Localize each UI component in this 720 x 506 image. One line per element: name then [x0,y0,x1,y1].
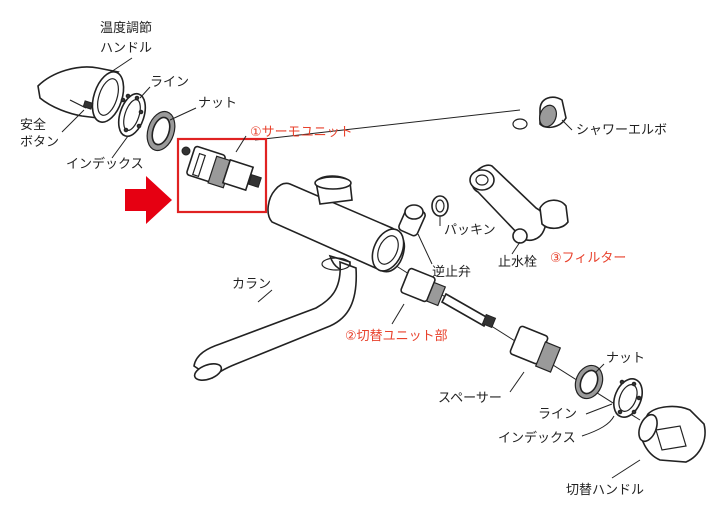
label-index-bottom: インデックス [498,430,576,446]
leader-line-top [139,86,151,99]
thermo-unit-part [181,145,262,192]
label-line-bottom: ライン [538,407,577,422]
index-ring-bottom-part [613,378,643,418]
leader-index-top [111,135,129,159]
temperature-handle-part [37,66,125,123]
leader-nut-top [169,107,197,121]
leader-switch-handle [611,459,641,479]
switch-handle-part [638,405,706,463]
callout-thermo-unit: ①サーモユニット [250,125,353,140]
label-safety-button-2: ボタン [20,135,59,150]
label-nut-bottom: ナット [606,351,645,366]
callout-switch-unit: ②切替ユニット部 [345,329,448,344]
leader-check-valve [417,233,433,265]
check-valve-part [398,204,426,237]
label-nut-top: ナット [198,96,237,111]
shower-elbow-part [512,96,567,130]
leader-safety-button [61,109,85,133]
leader-thermo-unit [235,135,247,153]
axis-line-top [254,109,521,141]
label-spacer: スペーサー [438,391,502,406]
mixer-body-part [267,175,406,273]
label-packing: パッキン [444,223,496,238]
nut-bottom-part [574,364,604,400]
stop-valve-arm-part [469,164,569,244]
leader-switch-unit [391,303,405,325]
label-line-top: ライン [150,75,189,90]
label-check-valve: 逆止弁 [432,264,471,280]
spacer-part [509,325,562,373]
label-temp-handle-1: 温度調節 [100,20,152,36]
leader-spacer [509,371,525,393]
leader-temp-handle [107,57,133,75]
label-index-top: インデックス [66,156,144,172]
label-temp-handle-2: ハンドル [100,41,152,56]
leader-spout [257,289,273,303]
label-stop-valve: 止水栓 [498,255,537,270]
right-arrow-icon [125,176,172,224]
leader-line-bottom [585,403,613,415]
label-switch-handle: 切替ハンドル [566,483,644,498]
label-safety-button-1: 安全 [20,117,46,133]
leader-shower-elbow [561,119,573,131]
label-spout: カラン [232,277,271,292]
nut-top-part [146,110,176,152]
leader-index-bottom [581,415,615,437]
thermo-unit-highlight-box [176,137,268,214]
label-shower-elbow: シャワーエルボ [576,123,667,138]
leader-nut-bottom [595,363,605,373]
spout-part [193,257,358,381]
switch-unit-part [400,267,497,329]
packing-part [431,195,449,217]
index-ring-top-part [117,92,147,138]
callout-filter: ③フィルター [550,251,626,266]
leader-stop-valve [511,241,521,255]
